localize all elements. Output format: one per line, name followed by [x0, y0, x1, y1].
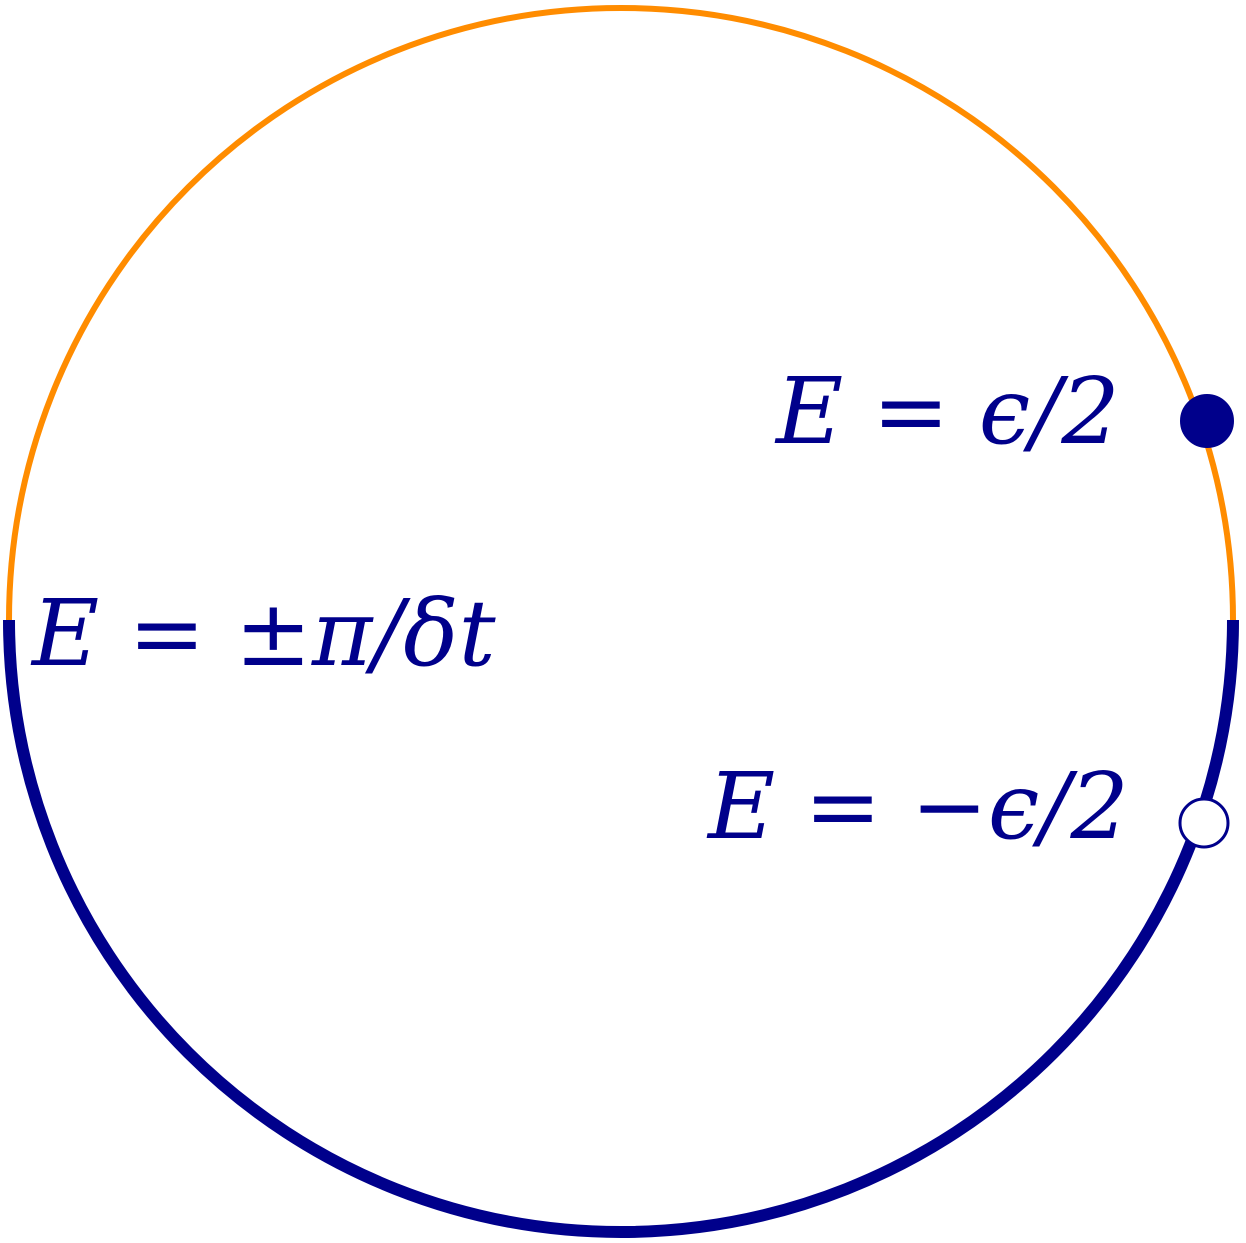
label-e-eps-half: E = ϵ/2 — [774, 358, 1120, 465]
upper-arc-orange — [6, 5, 1236, 621]
open-point-marker — [1178, 797, 1230, 849]
label-e-pm-pi-over-dt: E = ±π/δt — [30, 580, 497, 687]
lower-arc-blue — [3, 619, 1239, 1238]
label-e-minus-eps-half: E = −ϵ/2 — [706, 753, 1129, 860]
filled-point-marker — [1180, 394, 1234, 448]
